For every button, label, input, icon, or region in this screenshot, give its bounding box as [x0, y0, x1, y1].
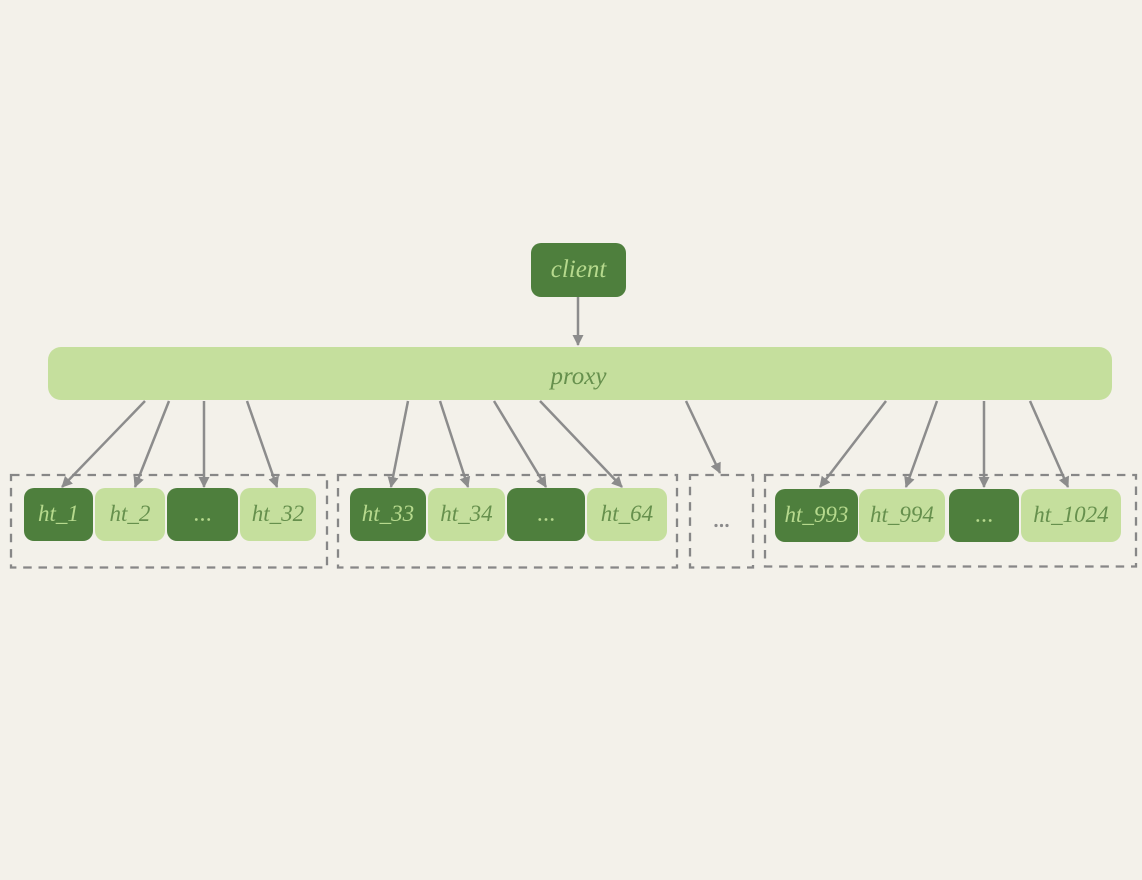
svg-text:client: client [551, 256, 608, 283]
svg-text:ht_994: ht_994 [870, 502, 934, 527]
svg-text:ht_2: ht_2 [110, 501, 151, 526]
svg-text:ht_34: ht_34 [440, 501, 492, 526]
svg-text:ht_993: ht_993 [785, 502, 849, 527]
svg-text:ht_1024: ht_1024 [1033, 502, 1108, 527]
svg-text:ht_64: ht_64 [601, 501, 653, 526]
svg-text:ht_32: ht_32 [252, 501, 304, 526]
svg-text:ht_1: ht_1 [38, 501, 79, 526]
svg-text:ht_33: ht_33 [362, 501, 414, 526]
svg-text:proxy: proxy [549, 363, 608, 390]
